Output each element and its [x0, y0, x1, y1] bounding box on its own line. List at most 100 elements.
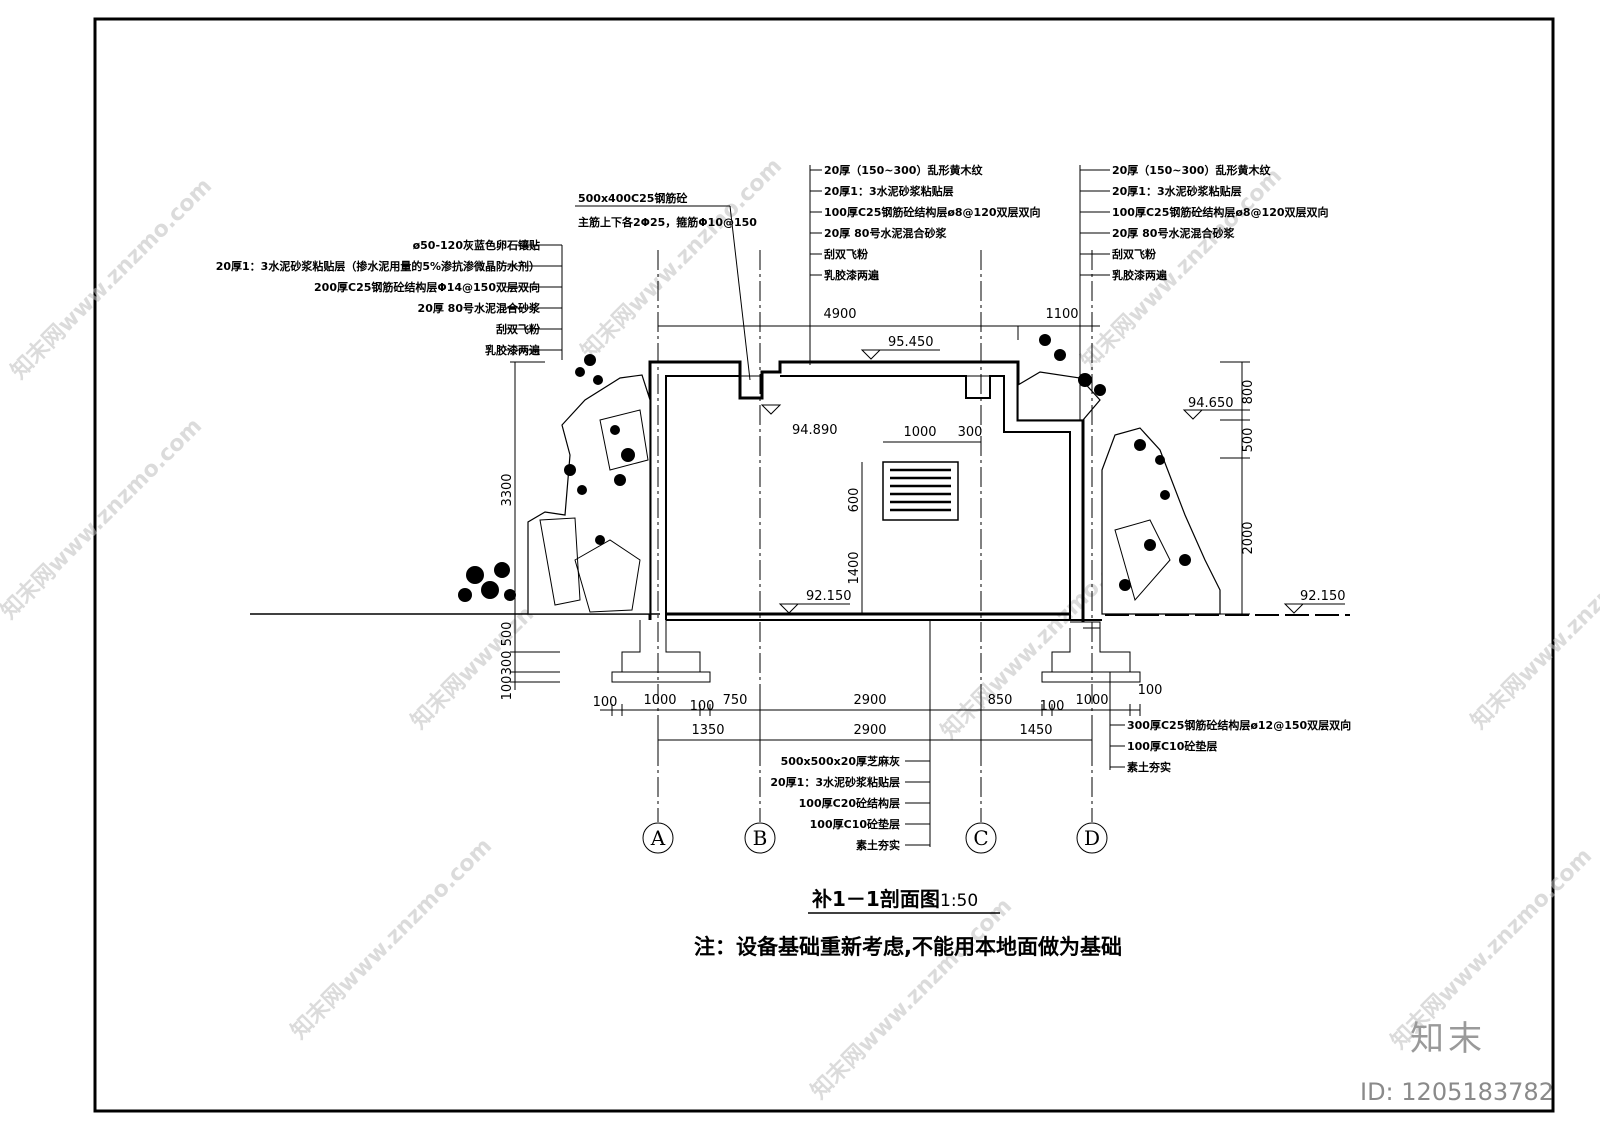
drawing-border [93, 17, 1555, 1113]
elevation-ground-right: 92.150 [1300, 589, 1346, 604]
axis-bubble-b [744, 822, 776, 854]
dim-row1-9: 100 [1138, 683, 1163, 698]
left-vertical-dimensions: 3300 500 300 100 [500, 361, 560, 700]
footing-callout-3: 素土夯实 [1127, 760, 1171, 774]
dim-right-800: 800 [1241, 380, 1256, 405]
left-callout-group: ø50-120灰蓝色卵石镶贴 20厚1：3水泥砂浆粘贴层（掺水泥用量的5%渗抗渗… [216, 238, 563, 360]
vent-louver [882, 461, 959, 521]
elevation-symbol-beam [760, 404, 782, 415]
right-vertical-dimensions: 800 500 2000 [1220, 361, 1256, 615]
plant-leaf [577, 485, 587, 495]
drawing-scale: 1:50 [940, 891, 978, 911]
watermark-layer: 知末网www.znzmo.com 知末网www.znzmo.com 知末网www… [0, 153, 1600, 1104]
dim-top-right: 1100 [1045, 307, 1078, 322]
beam-callout-1: 500x400C25钢筋砼 [578, 191, 688, 205]
beam-callout-2: 主筋上下各2Φ25，箍筋Φ10@150 [578, 215, 757, 229]
right-callout-2: 20厚1：3水泥砂浆粘贴层 [1112, 184, 1242, 198]
dim-right-2000: 2000 [1241, 521, 1256, 554]
beam-b [739, 375, 763, 399]
plant-leaf [610, 425, 620, 435]
elevation-symbol-right-roof [1182, 409, 1204, 420]
plant-leaf [621, 448, 635, 462]
watermark-text-8: 知末网www.znzmo.com [286, 833, 497, 1044]
elevation-markers: 95.450 94.890 94.650 92.150 92.150 [760, 335, 1346, 614]
rock-right-facet [1114, 519, 1171, 602]
plant-leaf [1155, 455, 1165, 465]
axis-label-a: A [650, 826, 666, 850]
footing-callout-2: 100厚C10砼垫层 [1127, 739, 1217, 753]
brand-logo-text: 知末 [1410, 1019, 1486, 1059]
plant-leaf [593, 375, 603, 385]
left-callout-2: 20厚1：3水泥砂浆粘贴层（掺水泥用量的5%渗抗渗微晶防水剂） [216, 259, 540, 273]
floor-callout-1: 500x500x20厚芝麻灰 [781, 754, 900, 768]
beam-c [965, 375, 991, 399]
plant-leaf [1179, 554, 1191, 566]
rockery-right [1017, 334, 1221, 615]
dim-row1-5: 2900 [853, 693, 886, 708]
drawing-note: 注：设备基础重新考虑,不能用本地面做为基础 [694, 935, 1122, 959]
axis-bubble-a [642, 822, 674, 854]
rockery-left [458, 354, 651, 615]
right-callout-6: 乳胶漆两遍 [1112, 268, 1168, 282]
dim-row1-2: 1000 [643, 693, 676, 708]
right-callout-1: 20厚（150~300）乱形黄木纹 [1112, 163, 1271, 177]
floor-callout-group: 500x500x20厚芝麻灰 20厚1：3水泥砂浆粘贴层 100厚C20砼结构层… [770, 620, 931, 852]
dim-row1-8: 1000 [1075, 693, 1108, 708]
plant-leaf [595, 535, 605, 545]
left-callout-5: 刮双飞粉 [496, 322, 540, 336]
axis-label-d: D [1084, 826, 1100, 850]
floor-callout-4: 100厚C10砼垫层 [810, 817, 900, 831]
plant-leaf [466, 566, 484, 584]
plant-leaf [1160, 490, 1170, 500]
bottom-dimensions: 100 1000 100 750 2900 850 100 1000 100 1… [593, 683, 1163, 746]
rock-left-facet [539, 517, 581, 606]
right-callout-group: 20厚（150~300）乱形黄木纹 20厚1：3水泥砂浆粘贴层 100厚C25钢… [1079, 163, 1329, 420]
roof-callout-5: 刮双飞粉 [824, 247, 868, 261]
dim-row1-4: 750 [723, 693, 748, 708]
axis-bubble-d [1076, 822, 1108, 854]
rock-left-large [527, 374, 651, 615]
axis-lines [657, 250, 1093, 822]
axis-label-b: B [753, 826, 768, 850]
footing-callout-1: 300厚C25钢筋砼结构层ø12@150双层双向 [1127, 718, 1351, 732]
left-callout-6: 乳胶漆两遍 [485, 343, 541, 357]
elevation-floor: 92.150 [806, 589, 852, 604]
inner-left-wall [665, 375, 740, 620]
left-callout-1: ø50-120灰蓝色卵石镶贴 [413, 238, 540, 252]
axis-bubble-c [965, 822, 997, 854]
floor-callout-3: 100厚C20砼结构层 [799, 796, 900, 810]
elevation-right-roof: 94.650 [1188, 396, 1234, 411]
drawing-title: 补1－1剖面图 [811, 887, 940, 911]
plant-leaf [1119, 579, 1131, 591]
dim-found-300: 300 [500, 651, 515, 676]
watermark-text-2: 知末网www.znzmo.com [576, 153, 787, 364]
plant-leaf [494, 562, 510, 578]
dim-row2-1: 1350 [691, 723, 724, 738]
plant-leaf [614, 474, 626, 486]
dim-right-500: 500 [1241, 428, 1256, 453]
dim-row2-3: 1450 [1019, 723, 1052, 738]
roof-callout-3: 100厚C25钢筋砼结构层ø8@120双层双向 [824, 205, 1041, 219]
dim-vent-height: 600 [847, 488, 862, 513]
plant-leaf [504, 589, 516, 601]
right-callout-4: 20厚 80号水泥混合砂浆 [1112, 226, 1235, 240]
dim-row1-3: 100 [690, 699, 715, 714]
dim-vent-gap: 300 [958, 425, 983, 440]
roof-callout-group: 20厚（150~300）乱形黄木纹 20厚1：3水泥砂浆粘贴层 100厚C25钢… [809, 163, 1041, 365]
dim-row2-2: 2900 [853, 723, 886, 738]
elevation-beam-bottom: 94.890 [792, 423, 838, 438]
floor-callout-2: 20厚1：3水泥砂浆粘贴层 [770, 775, 900, 789]
roof-callout-2: 20厚1：3水泥砂浆粘贴层 [824, 184, 954, 198]
left-footing [621, 620, 701, 673]
elevation-symbol-roof [860, 349, 882, 360]
axis-label-c: C [973, 826, 988, 850]
dim-row1-7: 100 [1040, 699, 1065, 714]
footing-callout-group: 300厚C25钢筋砼结构层ø12@150双层双向 100厚C10砼垫层 素土夯实 [1109, 672, 1351, 774]
dim-vent-sill: 1400 [847, 551, 862, 584]
right-callout-3: 100厚C25钢筋砼结构层ø8@120双层双向 [1112, 205, 1329, 219]
plant-leaf [575, 367, 585, 377]
title-block: 补1－1剖面图 1:50 注：设备基础重新考虑,不能用本地面做为基础 [694, 887, 1122, 959]
dim-left-height: 3300 [500, 473, 515, 506]
plant-leaf [1144, 539, 1156, 551]
